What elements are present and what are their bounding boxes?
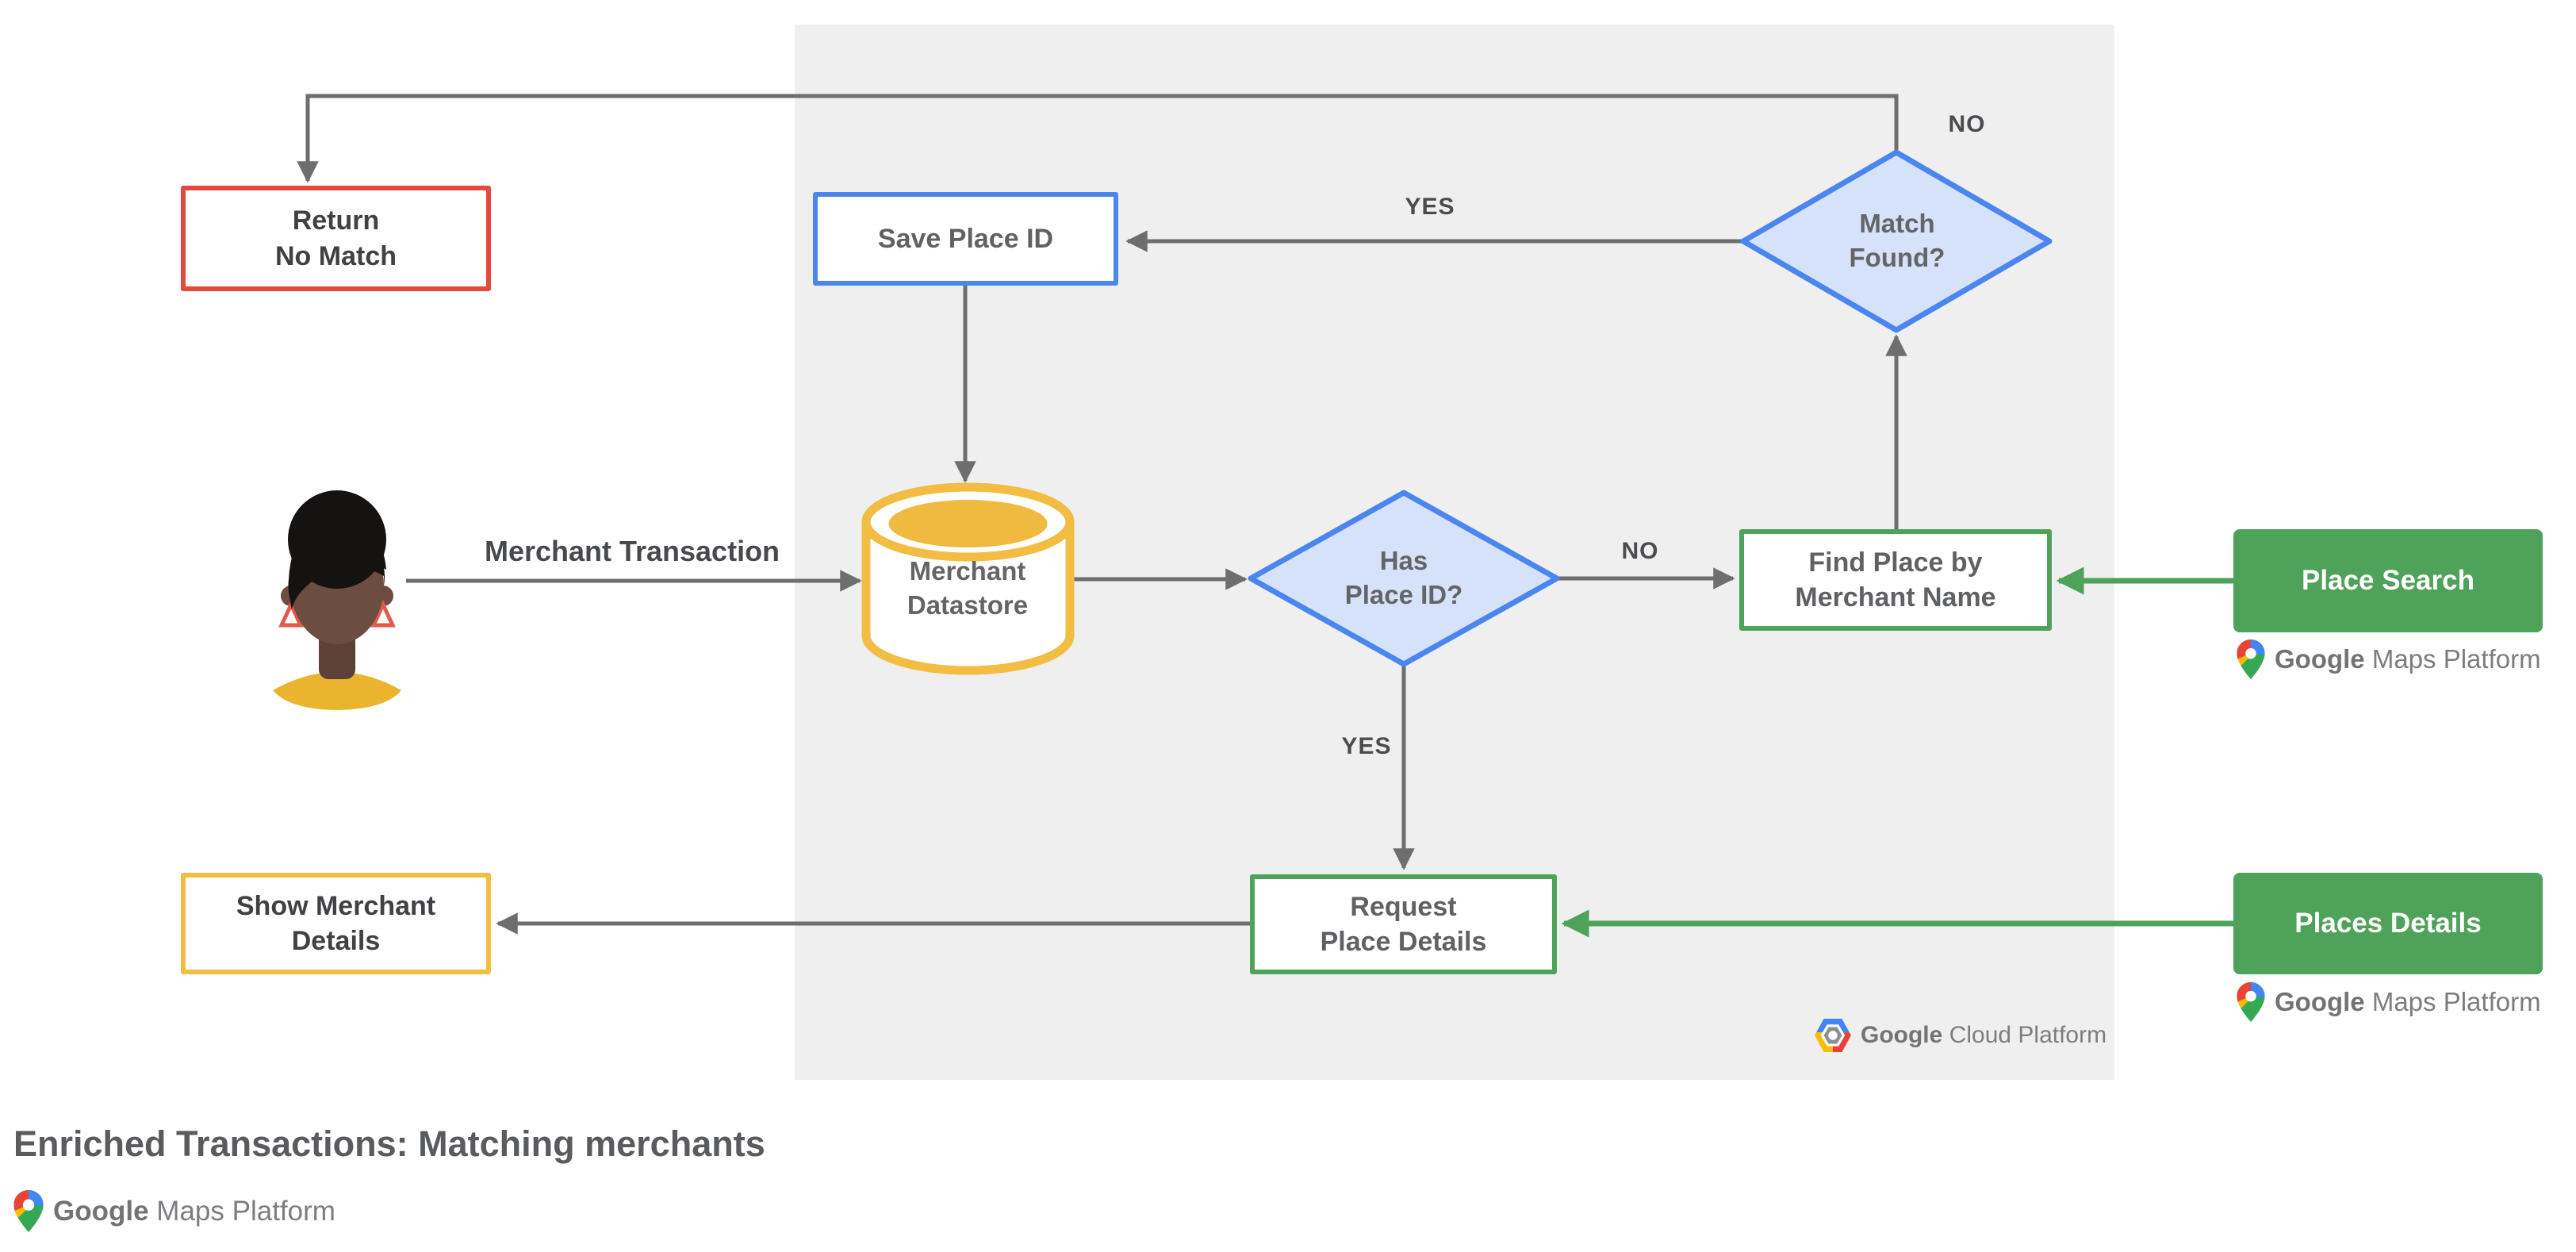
google-maps-pin-icon <box>2237 982 2265 1022</box>
save-place-id-node: Save Place ID <box>813 192 1118 286</box>
edge-label-yes-has-place-id: YES <box>1341 733 1392 759</box>
logo-product-word: Maps Platform <box>156 1195 335 1227</box>
user-avatar <box>273 490 401 710</box>
merchant-datastore-label: Merchant Datastore <box>907 556 1029 620</box>
logo-google-word: Google <box>2275 644 2365 674</box>
google-cloud-hexagon-icon <box>1815 1019 1851 1052</box>
logo-product-word: Maps Platform <box>2371 644 2541 674</box>
has-place-id-label: Has Place ID? <box>1344 546 1463 609</box>
logo-google-word: Google <box>53 1195 149 1227</box>
edge-label-no-has-place-id: NO <box>1621 538 1659 564</box>
places-details-api-node: Places Details <box>2233 873 2543 974</box>
show-merchant-details-node: Show Merchant Details <box>181 873 491 974</box>
request-place-details-node: Request Place Details <box>1250 874 1557 974</box>
logo-google-word: Google <box>2275 987 2365 1016</box>
cloud-platform-logo: Google Cloud Platform <box>1815 1019 2106 1052</box>
return-no-match-node: Return No Match <box>181 186 491 291</box>
google-maps-pin-icon <box>13 1190 44 1232</box>
place-search-api-node: Place Search <box>2233 529 2543 632</box>
merchant-transaction-label: Merchant Transaction <box>484 535 780 567</box>
edge-label-yes-match-found: YES <box>1405 194 1455 220</box>
maps-platform-logo-places-details: Google Maps Platform <box>2237 982 2541 1022</box>
find-place-by-merchant-name-node: Find Place by Merchant Name <box>1739 529 2052 631</box>
logo-product-word: Maps Platform <box>2371 987 2541 1016</box>
edge-label-no-match-found: NO <box>1948 111 1986 137</box>
diagram-title: Enriched Transactions: Matching merchant… <box>13 1123 765 1164</box>
google-maps-pin-icon <box>2237 639 2265 679</box>
logo-product-word: Cloud Platform <box>1949 1022 2107 1048</box>
match-found-label: Match Found? <box>1849 209 1945 272</box>
maps-platform-logo-footer: Google Maps Platform <box>13 1190 335 1232</box>
logo-google-word: Google <box>1861 1022 1943 1048</box>
maps-platform-logo-place-search: Google Maps Platform <box>2237 639 2541 679</box>
